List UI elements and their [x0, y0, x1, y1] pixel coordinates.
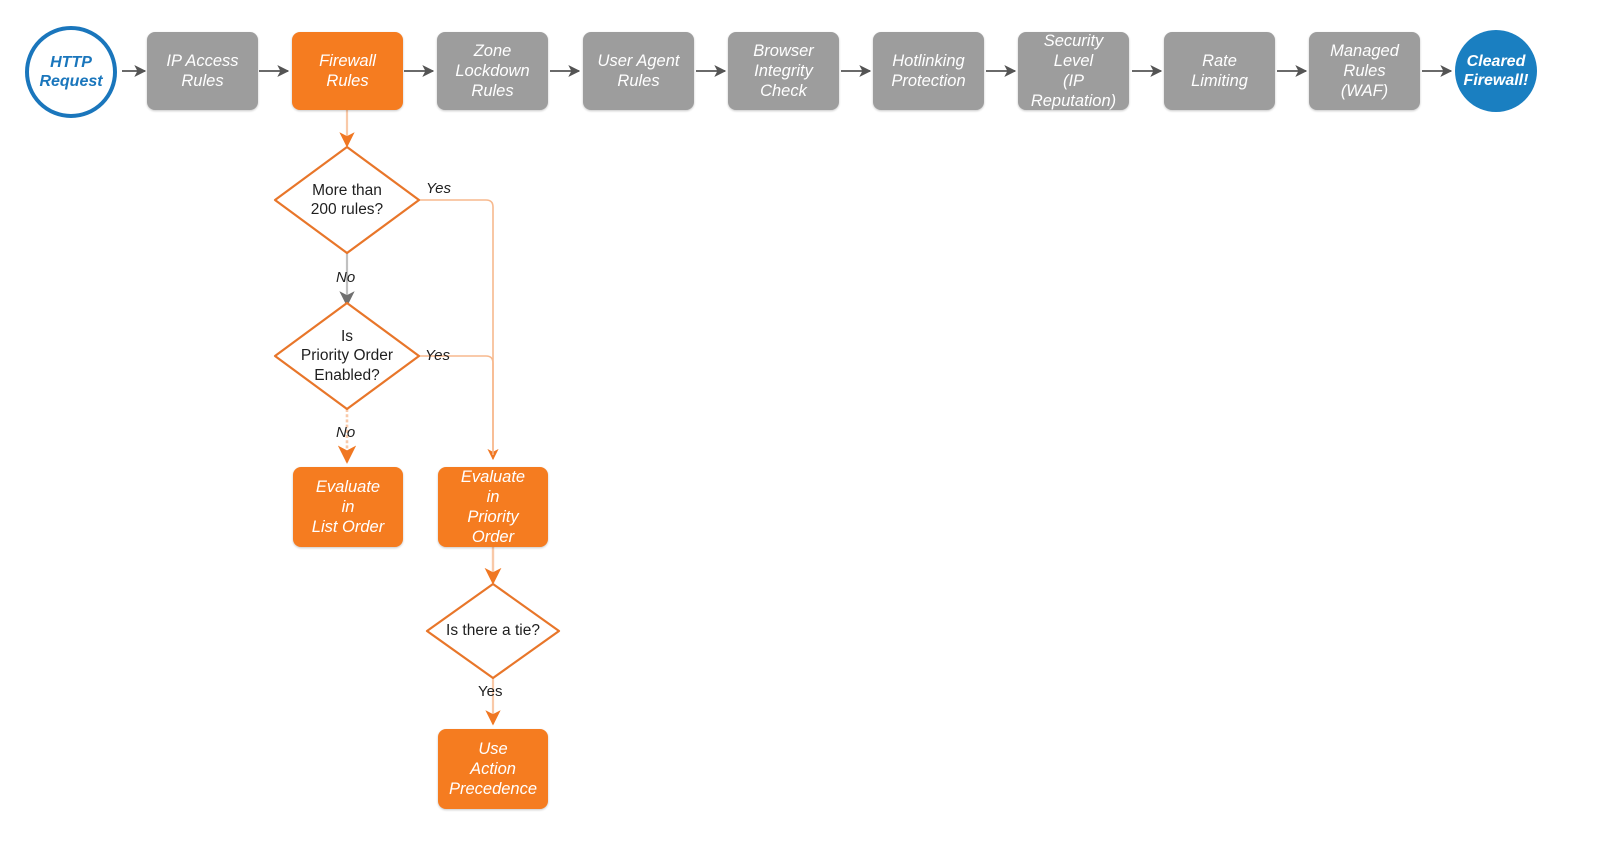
- node-label-http-request: HTTP Request: [39, 53, 103, 90]
- decision-label-more-than-200-rules: More than 200 rules?: [310, 181, 384, 218]
- decision-label-is-there-a-tie: Is there a tie?: [446, 622, 540, 640]
- node-firewall-rules[interactable]: Firewall Rules: [292, 32, 403, 110]
- node-label-browser-integrity-check: Browser Integrity Check: [753, 41, 814, 101]
- node-label-ip-access-rules: IP Access Rules: [166, 51, 239, 90]
- node-label-rate-limiting: Rate Limiting: [1191, 51, 1248, 90]
- node-ip-access-rules[interactable]: IP Access Rules: [147, 32, 258, 110]
- node-evaluate-in-list-order[interactable]: Evaluate in List Order: [293, 467, 403, 547]
- node-label-zone-lockdown-rules: Zone Lockdown Rules: [455, 41, 530, 101]
- node-http-request[interactable]: HTTP Request: [25, 26, 117, 118]
- decision-is-there-a-tie[interactable]: Is there a tie?: [427, 584, 559, 678]
- node-label-managed-rules-waf: Managed Rules (WAF): [1330, 41, 1399, 101]
- edge-label-more-than-200-no: No: [336, 269, 356, 286]
- node-label-security-level: Security Level (IP Reputation): [1030, 31, 1117, 111]
- edge-label-more-than-200-yes: Yes: [426, 180, 452, 197]
- edge-decision2-yes-to-priority: [418, 355, 494, 455]
- decision-more-than-200-rules[interactable]: More than 200 rules?: [275, 147, 419, 253]
- node-rate-limiting[interactable]: Rate Limiting: [1164, 32, 1275, 110]
- decision-is-priority-order-enabled[interactable]: Is Priority Order Enabled?: [275, 303, 419, 409]
- node-browser-integrity-check[interactable]: Browser Integrity Check: [728, 32, 839, 110]
- node-label-cleared-firewall: Cleared Firewall!: [1463, 52, 1529, 89]
- edge-decision1-yes-to-priority: [418, 199, 499, 461]
- edge-label-tie-yes: Yes: [478, 683, 503, 700]
- node-cleared-firewall[interactable]: Cleared Firewall!: [1455, 30, 1537, 112]
- edge-label-priority-enabled-no: No: [336, 424, 356, 441]
- node-managed-rules-waf[interactable]: Managed Rules (WAF): [1309, 32, 1420, 110]
- node-label-use-action-precedence: Use Action Precedence: [448, 739, 538, 799]
- edge-label-priority-enabled-yes: Yes: [425, 347, 451, 364]
- decision-label-is-priority-order-enabled: Is Priority Order Enabled?: [300, 328, 394, 384]
- node-label-evaluate-in-list-order: Evaluate in List Order: [311, 477, 385, 537]
- node-evaluate-in-priority-order[interactable]: Evaluate in Priority Order: [438, 467, 548, 547]
- node-label-hotlinking-protection: Hotlinking Protection: [891, 51, 966, 90]
- node-label-evaluate-in-priority-order: Evaluate in Priority Order: [460, 467, 526, 547]
- node-user-agent-rules[interactable]: User Agent Rules: [583, 32, 694, 110]
- node-hotlinking-protection[interactable]: Hotlinking Protection: [873, 32, 984, 110]
- node-security-level[interactable]: Security Level (IP Reputation): [1018, 32, 1129, 110]
- node-use-action-precedence[interactable]: Use Action Precedence: [438, 729, 548, 809]
- node-label-firewall-rules: Firewall Rules: [319, 51, 376, 90]
- node-label-user-agent-rules: User Agent Rules: [597, 51, 680, 90]
- node-zone-lockdown-rules[interactable]: Zone Lockdown Rules: [437, 32, 548, 110]
